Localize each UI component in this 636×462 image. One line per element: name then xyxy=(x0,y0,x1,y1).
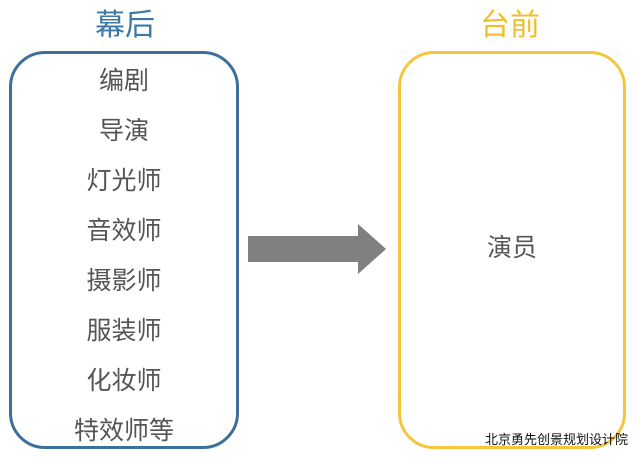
flow-arrow-icon xyxy=(248,224,386,274)
role-item-actor: 演员 xyxy=(486,233,537,262)
role-item-sound: 音效师 xyxy=(86,216,162,245)
backstage-box xyxy=(9,51,239,449)
watermark-text: 北京勇先创景规划设计院 xyxy=(484,433,628,448)
backstage-title: 幕后 xyxy=(95,8,155,43)
role-item-lighting: 灯光师 xyxy=(86,166,162,195)
role-item-costume: 服装师 xyxy=(86,316,162,345)
role-item-camera: 摄影师 xyxy=(86,266,162,295)
onstage-title: 台前 xyxy=(480,8,540,43)
onstage-box xyxy=(398,51,626,449)
role-item-director: 导演 xyxy=(98,116,149,145)
role-item-screenwriter: 编剧 xyxy=(98,66,149,95)
role-item-makeup: 化妆师 xyxy=(86,366,162,395)
backstage-role-list: 编剧 导演 灯光师 音效师 摄影师 服装师 化妆师 特效师等 xyxy=(9,56,239,456)
role-item-effects: 特效师等 xyxy=(73,416,174,445)
